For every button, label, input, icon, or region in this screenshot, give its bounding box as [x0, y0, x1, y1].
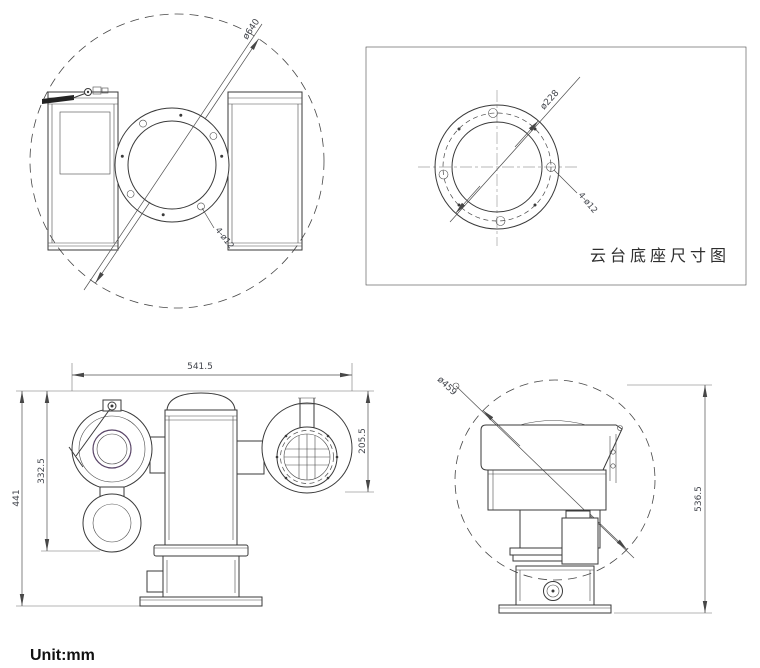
camera-lens — [92, 429, 132, 469]
tilt-motor-housing — [561, 517, 599, 565]
dim-bolt-circle-diameter: ø228 — [449, 76, 581, 223]
left-arm — [149, 436, 166, 474]
rotation-diameter-label: ø640 — [241, 17, 262, 42]
width-label: 541.5 — [187, 362, 213, 372]
side-view: ø459 — [435, 375, 712, 614]
overall-height-label: 441 — [12, 489, 22, 506]
base-mount-holes-label: 4-ø12 — [576, 191, 599, 216]
dim-head-height: 205.5 — [358, 391, 371, 492]
mounting-flange — [114, 107, 230, 223]
rotation-envelope-circle — [29, 13, 325, 309]
base-plate-side — [498, 604, 612, 614]
dim-width: 541.5 — [72, 362, 352, 378]
top-view-mount-holes-leader: 4-ø12 — [201, 207, 236, 251]
wiper-assembly — [42, 86, 109, 104]
right-arm — [236, 440, 265, 475]
view-frame — [365, 46, 747, 286]
base-view-caption: 云台底座尺寸图 — [590, 246, 730, 265]
junction-box — [146, 570, 164, 593]
base-plate — [139, 596, 263, 607]
head-height-label: 205.5 — [358, 428, 368, 454]
body-height-label: 332.5 — [37, 458, 47, 484]
tilt-envelope-circle — [454, 379, 656, 581]
front-view: 541.5 441 332.5 205.5 — [12, 362, 374, 607]
dim-overall-height: 441 — [12, 391, 25, 606]
dim-side-overall-height: 536.5 — [614, 384, 712, 614]
base-plate-view: ø228 4-ø12 云台底座尺寸图 — [365, 46, 747, 286]
tilt-diameter-label: ø459 — [435, 375, 458, 398]
wiper-arm — [75, 408, 111, 457]
right-illuminator-housing-front — [261, 397, 353, 494]
center-column — [139, 392, 263, 607]
dim-body-height: 332.5 — [37, 391, 50, 551]
side-overall-height-label: 536.5 — [694, 486, 704, 512]
bolt-circle-diameter-label: ø228 — [539, 88, 562, 112]
base-mount-holes-leader: 4-ø12 — [553, 169, 599, 216]
pedestal-side — [498, 509, 612, 614]
right-camera-housing-top — [227, 91, 303, 251]
left-camera-housing-front — [68, 399, 153, 490]
wiper-blade — [68, 446, 84, 468]
top-view: ø640 4-ø12 — [29, 13, 325, 309]
front-view-extension-lines — [16, 363, 374, 607]
left-camera-housing-top — [47, 91, 119, 251]
cable-connector — [543, 581, 563, 601]
lower-lens-housing-front — [82, 486, 142, 553]
camera-head-side — [480, 420, 623, 511]
unit-label: Unit:mm — [30, 647, 95, 664]
